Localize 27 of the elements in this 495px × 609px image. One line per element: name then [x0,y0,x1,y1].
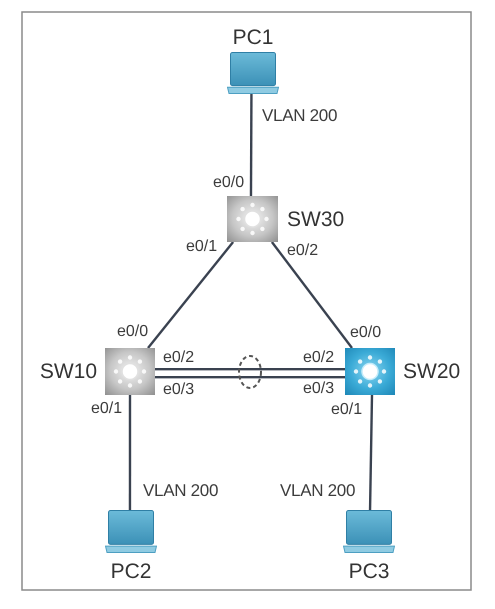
device-label: SW20 [403,361,460,382]
port-label: e0/0 [213,175,244,191]
port-label: e0/0 [350,325,382,341]
connection-line [250,94,253,196]
connection-line [147,241,234,349]
device-label: SW10 [40,361,97,382]
connection-line [155,376,345,378]
device-label: SW30 [287,208,344,230]
connection-line [128,395,132,510]
device-label: PC3 [348,561,390,582]
edge-label: VLAN 200 [280,482,356,499]
port-label: e0/2 [303,350,334,366]
port-label: e0/1 [186,239,218,255]
device-label: PC1 [232,27,274,48]
port-label: e0/3 [303,381,334,397]
port-label: e0/2 [287,243,318,259]
port-label: e0/0 [117,324,148,340]
port-label: e0/1 [91,401,122,417]
port-label: e0/1 [331,402,362,418]
edge-label: VLAN 200 [262,107,338,124]
edge-label: VLAN 200 [143,482,218,499]
port-label: e0/3 [163,382,194,398]
connection-line [368,394,374,510]
connection-line [155,368,345,370]
device-label: PC2 [110,561,152,582]
connection-line [270,241,353,349]
port-label: e0/2 [163,350,194,366]
